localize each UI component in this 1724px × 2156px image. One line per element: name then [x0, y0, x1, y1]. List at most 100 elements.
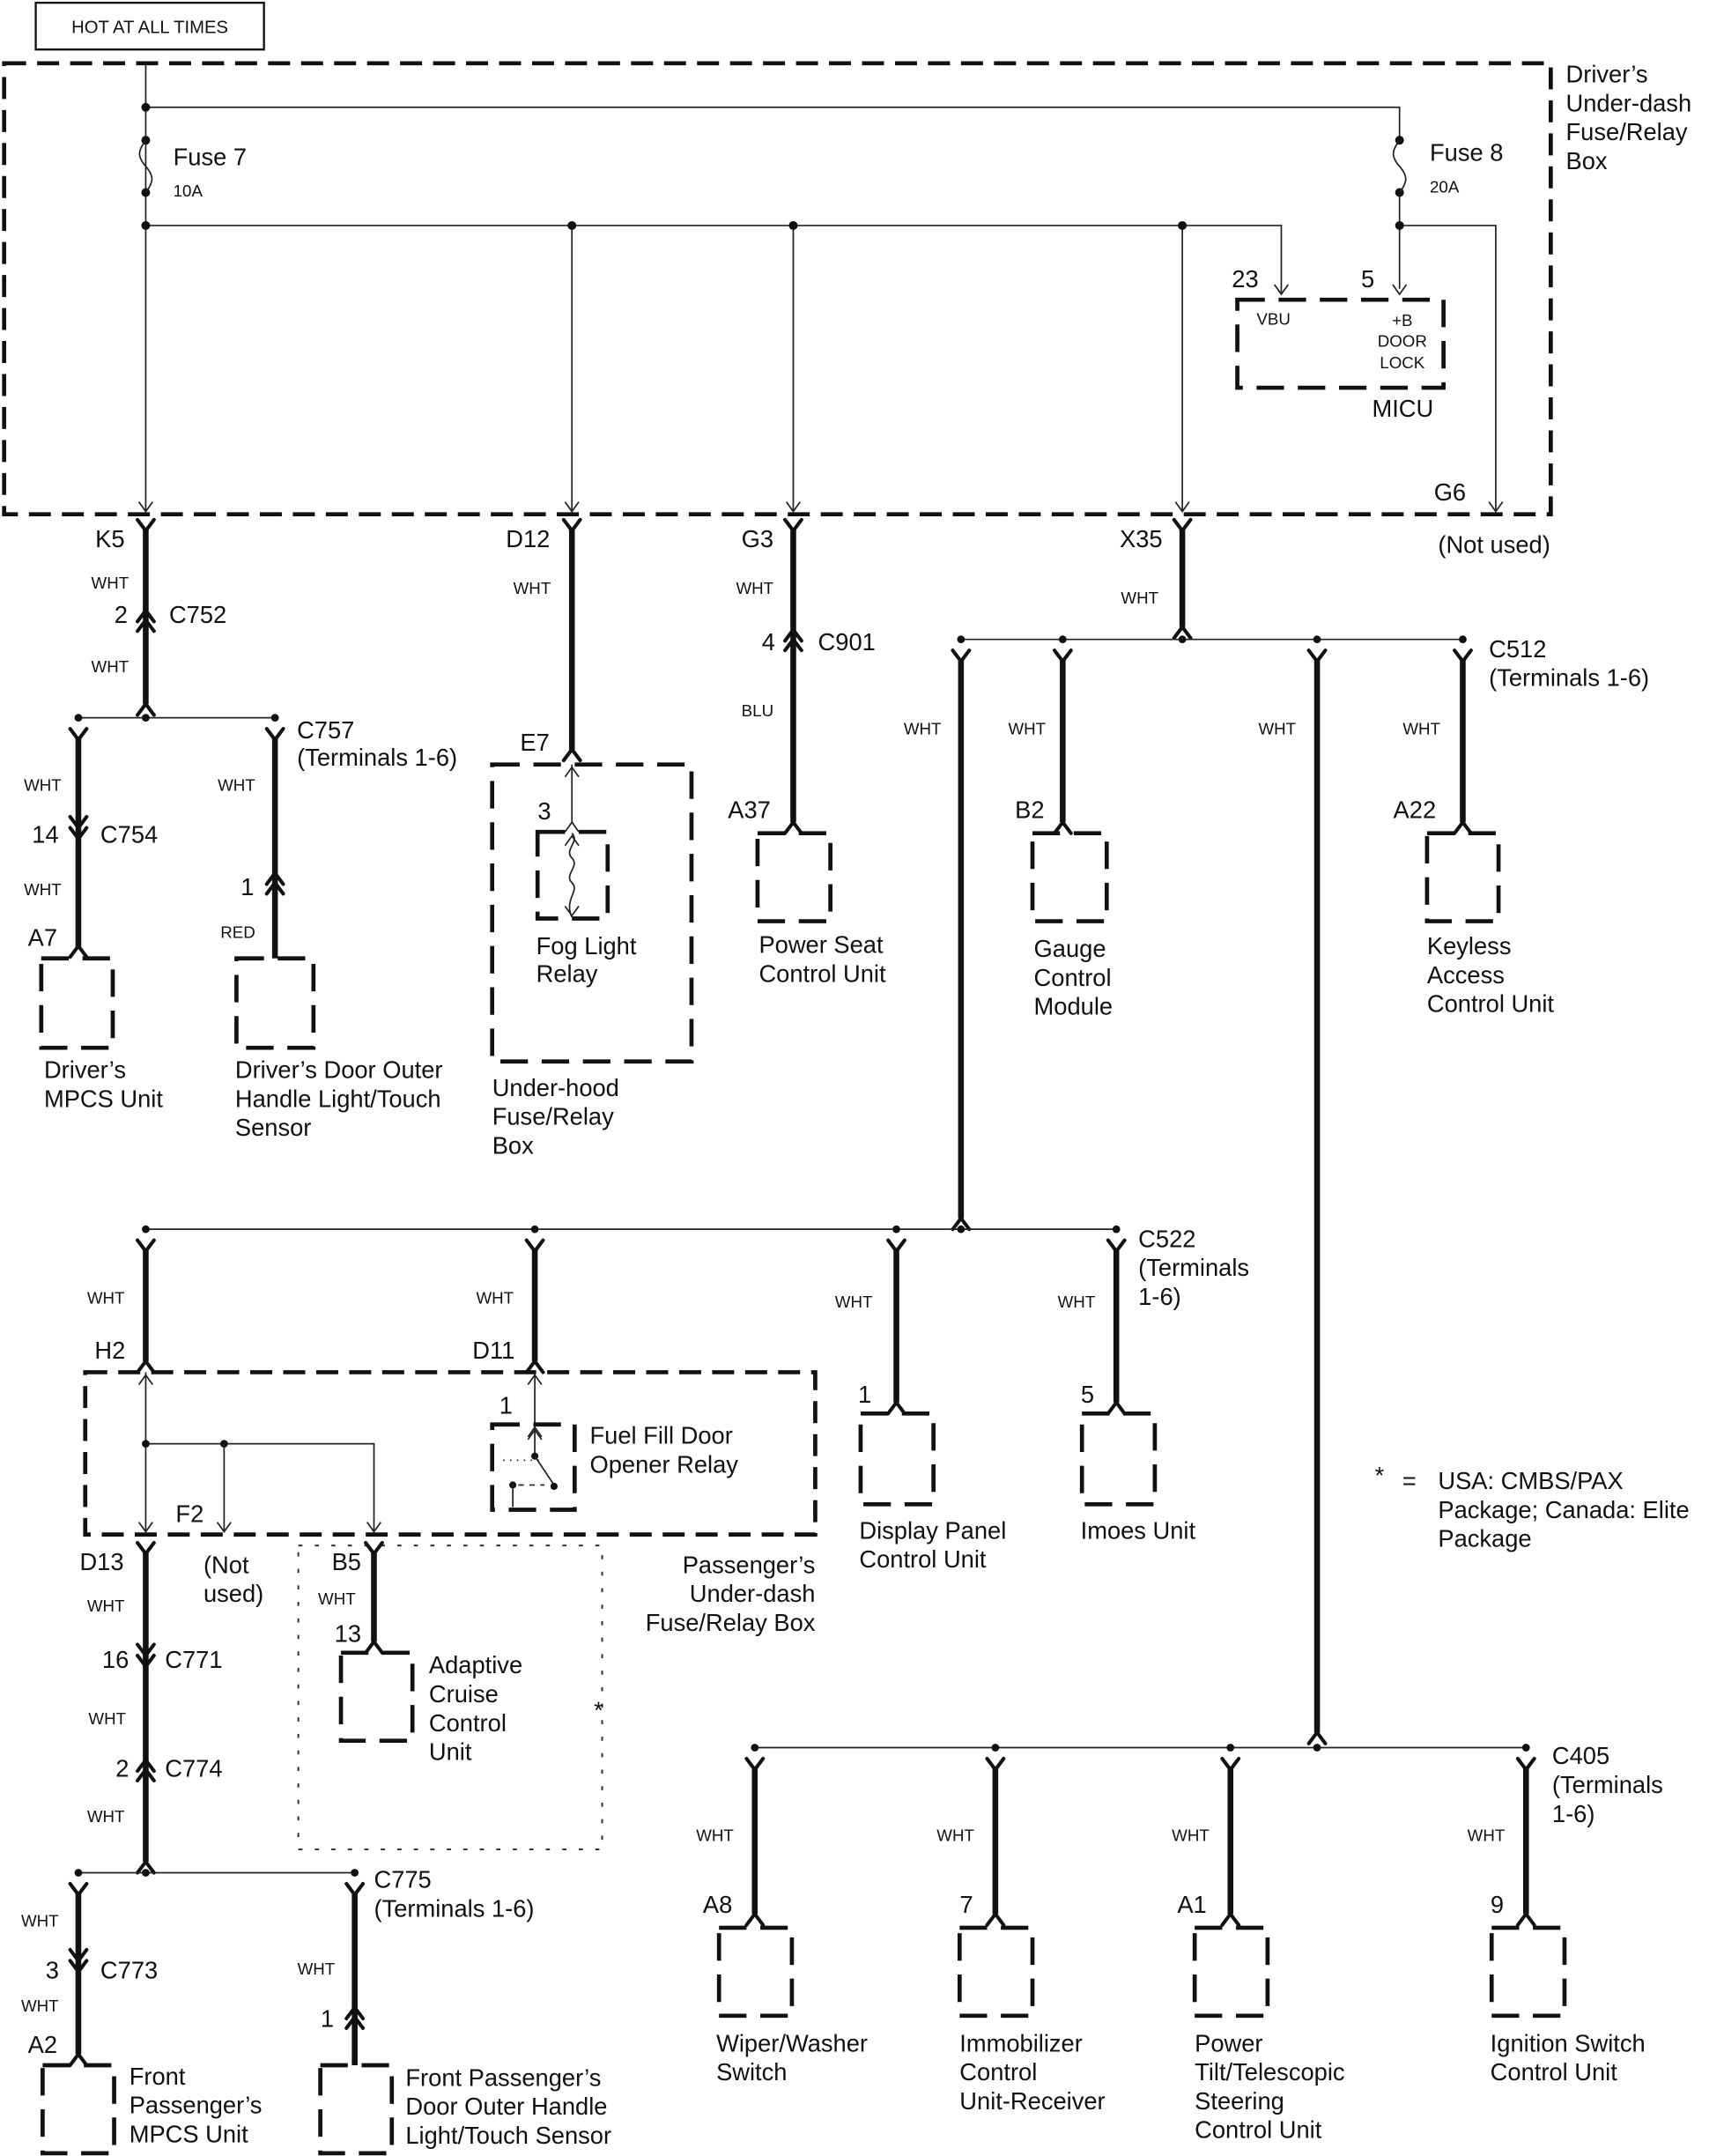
svg-text:2: 2	[115, 1754, 129, 1782]
drivers-box-title-2: Under-dash	[1566, 89, 1692, 116]
fuse-symbol-icon	[138, 139, 153, 193]
svg-text:C775: C775	[374, 1866, 431, 1893]
svg-text:A22: A22	[1394, 796, 1437, 824]
svg-text:WHT: WHT	[904, 719, 942, 737]
ignition-switch-unit-box	[1489, 1925, 1567, 2019]
svg-text:14: 14	[32, 821, 58, 848]
svg-text:Fog Light: Fog Light	[536, 932, 637, 959]
svg-text:Fuse/Relay Box: Fuse/Relay Box	[646, 1609, 816, 1636]
svg-text:1: 1	[240, 873, 254, 900]
svg-text:Display Panel: Display Panel	[859, 1516, 1006, 1544]
svg-text:K5: K5	[95, 525, 124, 552]
svg-text:Door Outer Handle: Door Outer Handle	[405, 2093, 607, 2120]
svg-text:16: 16	[102, 1646, 129, 1673]
svg-text:F2: F2	[175, 1500, 203, 1528]
svg-text:used): used)	[203, 1580, 263, 1607]
svg-text:7: 7	[960, 1891, 973, 1918]
svg-text:Driver’s Door Outer: Driver’s Door Outer	[235, 1056, 443, 1084]
svg-text:WHT: WHT	[318, 1589, 356, 1608]
drivers-mpcs-label-2: MPCS Unit	[44, 1085, 163, 1112]
svg-text:Control Unit: Control Unit	[859, 1545, 987, 1573]
svg-text:HOT AT ALL TIMES: HOT AT ALL TIMES	[71, 18, 228, 37]
svg-text:C771: C771	[165, 1646, 222, 1673]
svg-text:Control: Control	[959, 2058, 1037, 2086]
splice-c405: C405 (Terminals 1-6) WHT A8 Wiper/Washer…	[696, 1742, 1663, 2143]
svg-text:Keyless: Keyless	[1427, 932, 1512, 959]
svg-text:WHT: WHT	[92, 574, 129, 592]
drivers-box-title-4: Box	[1566, 147, 1608, 174]
svg-text:5: 5	[1081, 1381, 1094, 1408]
svg-text:1-6): 1-6)	[1138, 1283, 1181, 1310]
f2-not-used: (Not used)	[203, 1551, 263, 1607]
svg-text:WHT: WHT	[835, 1293, 873, 1311]
svg-text:=: =	[1402, 1467, 1417, 1494]
svg-text:Fuel Fill Door: Fuel Fill Door	[590, 1422, 733, 1449]
splice-c775: C775 (Terminals 1-6) WHT 3 C773 WHT A2 F…	[21, 1866, 611, 2156]
micu-pin-door-label-3: LOCK	[1380, 353, 1424, 372]
svg-text:C405: C405	[1552, 1742, 1609, 1769]
svg-text:3: 3	[537, 797, 551, 825]
wiper-washer-switch-box	[716, 1925, 795, 2019]
svg-text:A37: A37	[728, 796, 771, 824]
svg-text:Opener Relay: Opener Relay	[590, 1450, 739, 1478]
svg-text:Power Seat: Power Seat	[758, 930, 884, 958]
svg-text:A8: A8	[703, 1891, 732, 1918]
svg-text:WHT: WHT	[1058, 1293, 1096, 1311]
svg-text:Under-dash: Under-dash	[690, 1580, 816, 1607]
splice-c522: C522 (Terminals 1-6) WHT H2 WHT D11 WHT …	[87, 1225, 1249, 1573]
keyless-access-unit-box	[1424, 831, 1501, 923]
fog-light-relay-box	[535, 829, 610, 921]
svg-text:Module: Module	[1034, 993, 1114, 1020]
svg-text:Passenger’s: Passenger’s	[683, 1551, 816, 1578]
svg-text:WHT: WHT	[87, 1807, 125, 1826]
gauge-control-module-box	[1030, 831, 1109, 923]
svg-text:4: 4	[762, 628, 775, 656]
fuel-fill-door-relay-box	[490, 1422, 577, 1512]
drivers-box-title-3: Fuse/Relay	[1566, 118, 1688, 145]
fuse-symbol-icon	[1392, 139, 1407, 193]
svg-text:WHT: WHT	[1258, 719, 1296, 737]
fuse-8-rating: 20A	[1430, 177, 1460, 196]
svg-text:(Not: (Not	[203, 1551, 249, 1578]
svg-text:9: 9	[1491, 1891, 1504, 1918]
svg-text:WHT: WHT	[87, 1597, 125, 1615]
svg-text:1: 1	[321, 2004, 334, 2032]
drivers-door-handle-sensor-box	[234, 956, 316, 1050]
svg-text:13: 13	[335, 1619, 361, 1647]
svg-text:WHT: WHT	[87, 1288, 125, 1307]
svg-text:Unit: Unit	[429, 1738, 472, 1766]
svg-text:WHT: WHT	[218, 775, 255, 794]
svg-text:D11: D11	[472, 1337, 514, 1364]
svg-text:(Terminals 1-6): (Terminals 1-6)	[297, 744, 457, 771]
svg-text:WHT: WHT	[936, 1826, 974, 1845]
svg-text:A7: A7	[28, 924, 57, 952]
branch-g3: G3 WHT 4 C901 BLU A37 Power Seat Control…	[728, 520, 886, 987]
svg-text:Front: Front	[129, 2063, 186, 2090]
svg-text:Passenger’s: Passenger’s	[129, 2092, 263, 2119]
svg-text:Control: Control	[429, 1709, 507, 1737]
imoes-unit-box	[1079, 1411, 1158, 1507]
svg-text:Steering: Steering	[1195, 2087, 1284, 2115]
micu-pin-door-label-2: DOOR	[1378, 331, 1427, 350]
svg-text:WHT: WHT	[1121, 589, 1158, 607]
g6-terminal: G6 (Not used)	[1434, 478, 1550, 558]
svg-text:(Terminals 1-6): (Terminals 1-6)	[1489, 664, 1649, 692]
svg-text:USA: CMBS/PAX: USA: CMBS/PAX	[1438, 1467, 1623, 1494]
svg-text:Access: Access	[1427, 961, 1505, 989]
branch-k5: K5 WHT 2 C752 WHT C757 (Terminals 1-6) W…	[24, 520, 457, 1141]
fuse-7-rating: 10A	[174, 182, 203, 200]
svg-text:C773: C773	[100, 1957, 158, 1984]
svg-text:Control Unit: Control Unit	[1195, 2116, 1322, 2144]
svg-text:WHT: WHT	[1008, 719, 1046, 737]
fuse-7: Fuse 7 10A	[138, 136, 247, 200]
svg-text:Fuse/Relay: Fuse/Relay	[492, 1103, 614, 1130]
svg-text:C522: C522	[1138, 1225, 1195, 1252]
svg-text:Control Unit: Control Unit	[1427, 990, 1555, 1018]
svg-text:Control: Control	[1034, 964, 1112, 991]
svg-text:Switch: Switch	[716, 2058, 787, 2086]
passengers-fuse-box: F2 1 Fuel Fill Door Opener Relay Passeng…	[83, 1370, 818, 1636]
svg-text:WHT: WHT	[24, 775, 62, 794]
svg-text:RED: RED	[220, 922, 255, 941]
svg-text:A1: A1	[1177, 1891, 1206, 1918]
svg-text:WHT: WHT	[21, 1911, 59, 1930]
